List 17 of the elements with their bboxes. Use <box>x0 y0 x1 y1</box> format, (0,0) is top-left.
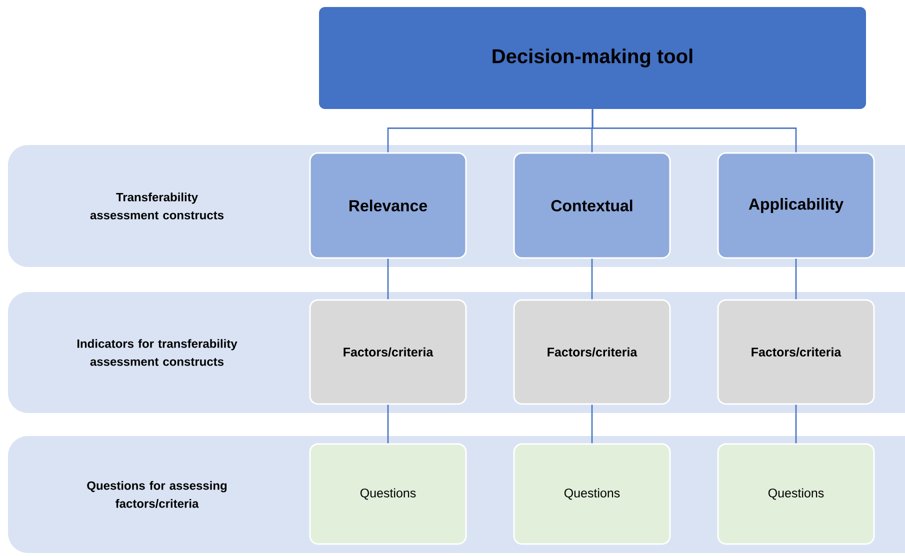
question-box: Questions <box>717 443 875 545</box>
factor-box: Factors/criteria <box>513 299 671 405</box>
construct-box: Applicability <box>717 152 875 259</box>
connector-line <box>592 109 797 152</box>
connector-line <box>591 258 593 300</box>
connector-line <box>387 404 389 444</box>
connector-line <box>795 258 797 300</box>
construct-box: Contextual <box>513 152 671 259</box>
connector-line <box>387 258 389 300</box>
factor-box: Factors/criteria <box>717 299 875 405</box>
factor-box: Factors/criteria <box>309 299 467 405</box>
box-heading: Decision-making tool <box>319 7 866 109</box>
construct-box: Relevance <box>309 152 467 259</box>
question-box: Questions <box>513 443 671 545</box>
connector-line <box>795 404 797 444</box>
question-box: Questions <box>309 443 467 545</box>
connector-line <box>591 404 593 444</box>
